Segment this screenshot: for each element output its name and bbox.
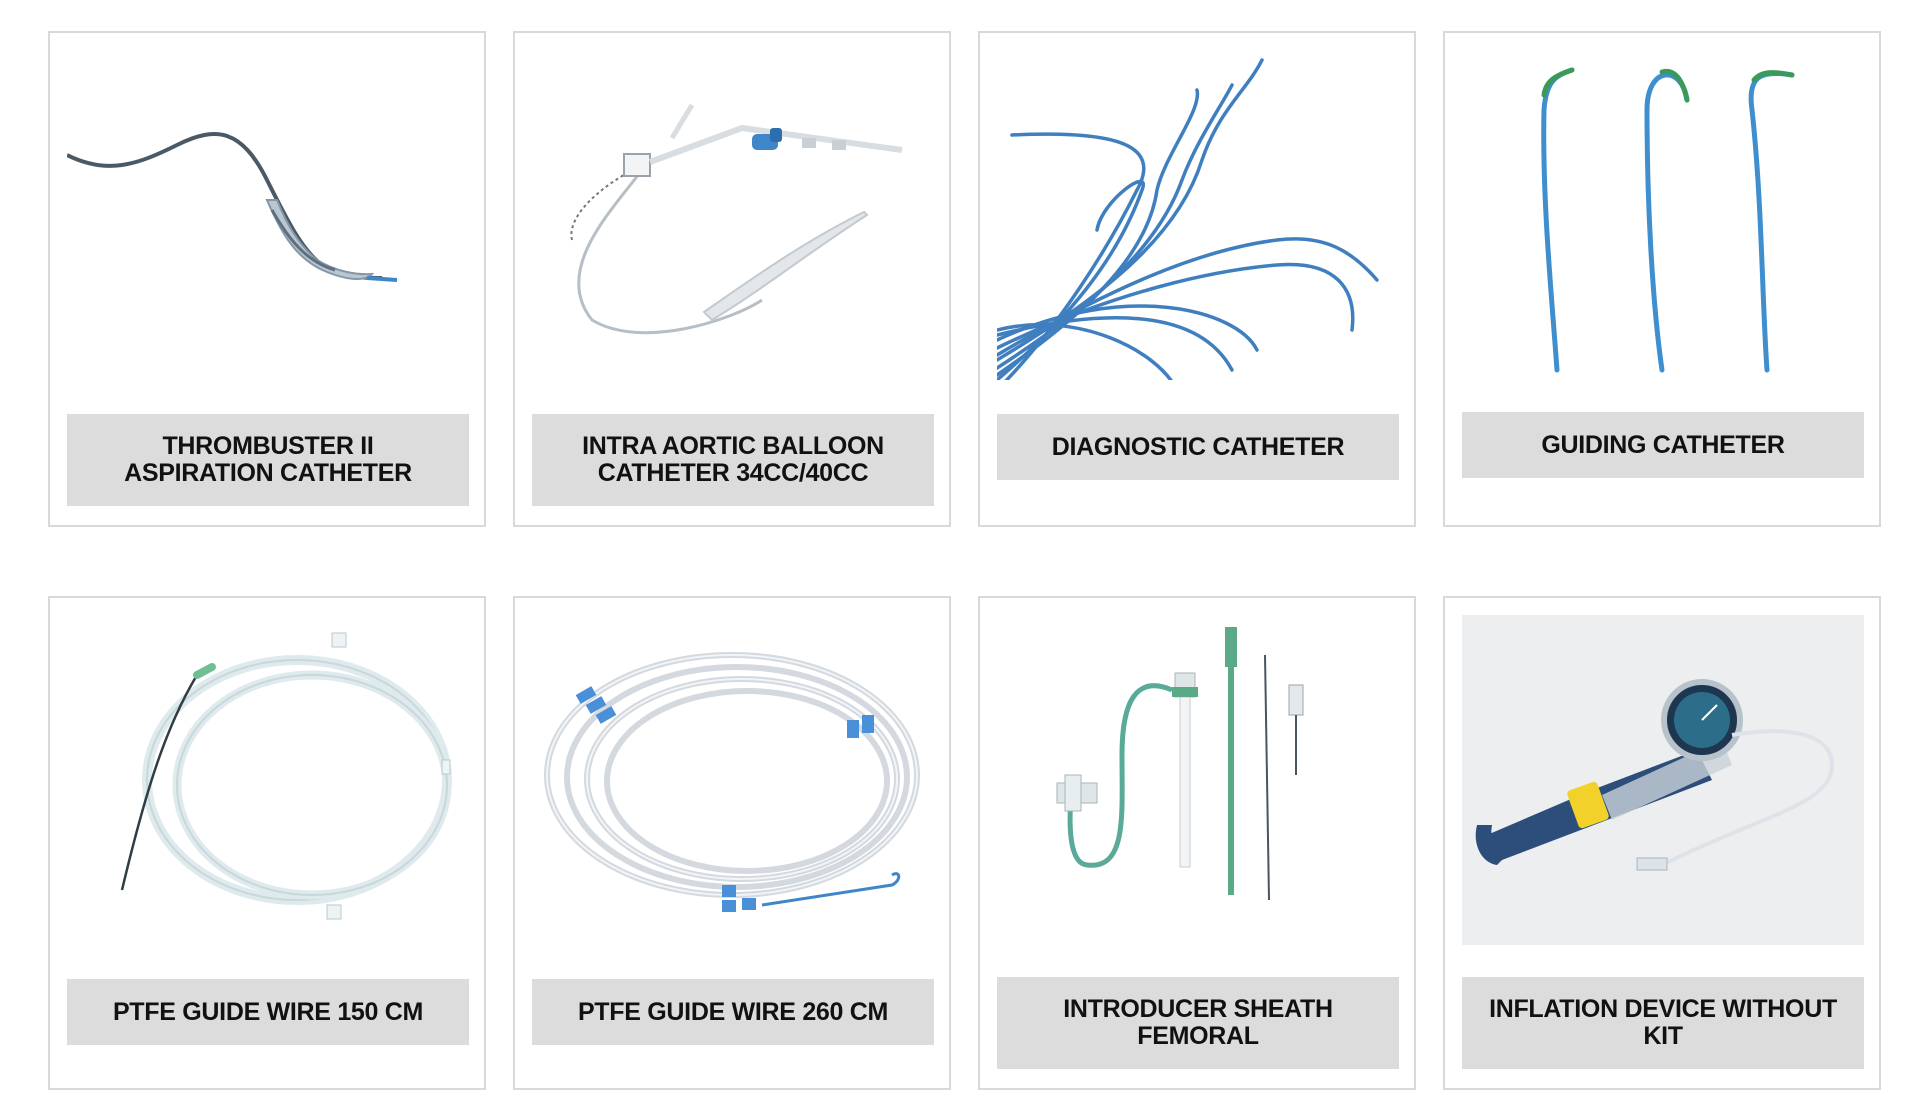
product-title: THROMBUSTER II ASPIRATION CATHETER [67, 414, 469, 506]
product-card-thrombuster[interactable]: THROMBUSTER II ASPIRATION CATHETER [48, 31, 486, 527]
product-title: INTRODUCER SHEATH FEMORAL [997, 977, 1399, 1069]
guide-wire-coil-icon [544, 652, 920, 912]
product-card-ptfe-guide-wire-150[interactable]: PTFE GUIDE WIRE 150 CM [48, 596, 486, 1090]
product-card-inflation-device[interactable]: INFLATION DEVICE WITHOUT KIT [1443, 596, 1881, 1090]
product-card-guiding-catheter[interactable]: GUIDING CATHETER [1443, 31, 1881, 527]
product-title: PTFE GUIDE WIRE 260 CM [532, 979, 934, 1045]
product-card-diagnostic-catheter[interactable]: DIAGNOSTIC CATHETER [978, 31, 1416, 527]
inflation-device-icon [1462, 615, 1864, 945]
product-card-intra-aortic-balloon[interactable]: INTRA AORTIC BALLOON CATHETER 34CC/40CC [513, 31, 951, 527]
diagnostic-catheter-icon [997, 58, 1379, 380]
introducer-sheath-icon [1056, 627, 1304, 901]
product-title: INFLATION DEVICE WITHOUT KIT [1462, 977, 1864, 1069]
product-title: INTRA AORTIC BALLOON CATHETER 34CC/40CC [532, 414, 934, 506]
product-card-ptfe-guide-wire-260[interactable]: PTFE GUIDE WIRE 260 CM [513, 596, 951, 1090]
aspiration-catheter-icon [67, 132, 398, 282]
guiding-catheter-icon [1541, 67, 1795, 373]
guide-wire-icon [120, 632, 452, 920]
product-title: GUIDING CATHETER [1462, 412, 1864, 478]
balloon-catheter-icon [570, 103, 903, 335]
product-title: DIAGNOSTIC CATHETER [997, 414, 1399, 480]
product-card-introducer-sheath[interactable]: INTRODUCER SHEATH FEMORAL [978, 596, 1416, 1090]
product-title: PTFE GUIDE WIRE 150 CM [67, 979, 469, 1045]
